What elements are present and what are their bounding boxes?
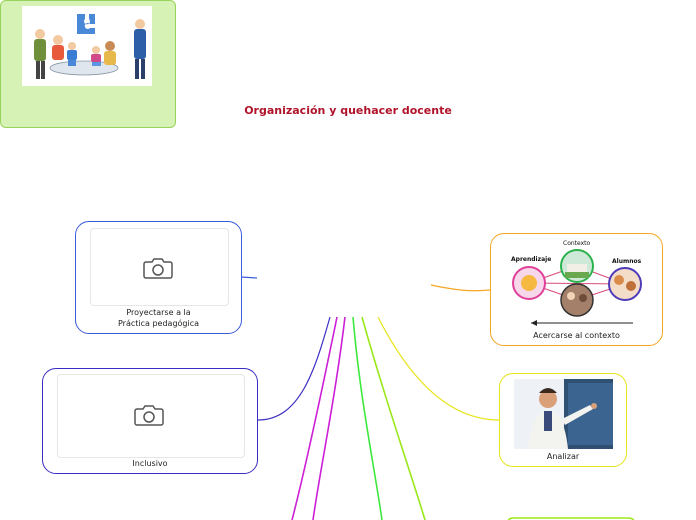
- center-circle: [560, 283, 594, 317]
- aprendizaje-label: Aprendizaje: [511, 256, 552, 263]
- node-label: Analizar: [546, 452, 580, 461]
- connector-inclusivo: [257, 316, 331, 421]
- node-label: Proyectarse a la Práctica pedagógica: [76, 307, 241, 329]
- node-label: Inclusivo: [132, 459, 168, 468]
- camera-icon: [143, 258, 173, 279]
- connector-proyectarse: [240, 276, 258, 279]
- connector-analizar: [377, 316, 500, 421]
- camera-icon: [134, 405, 164, 426]
- node-label-line2: Práctica pedagógica: [117, 319, 200, 328]
- alumnos-label: Alumnos: [612, 258, 642, 265]
- central-topic-node[interactable]: Organización y quehacer docente: [0, 0, 452, 128]
- context-diagram: [512, 249, 642, 326]
- node-inclusivo[interactable]: Inclusivo: [42, 368, 258, 474]
- connector-offpage-4: [361, 316, 426, 520]
- node-analizar[interactable]: Analizar: [499, 373, 627, 467]
- connector-contexto: [430, 284, 491, 292]
- alumnos-circle: [608, 267, 642, 301]
- image-placeholder: [90, 228, 229, 306]
- node-contexto[interactable]: Aprendizaje Contexto Alumnos Acercarse a…: [490, 233, 663, 346]
- connector-offpage-3: [352, 316, 383, 520]
- contexto-circle: [560, 249, 594, 283]
- connector-offpage-2: [312, 316, 346, 520]
- node-proyectarse[interactable]: Proyectarse a la Práctica pedagógica: [75, 221, 242, 334]
- aprendizaje-circle: [512, 266, 546, 300]
- man-writing-on-board-photo: [514, 379, 613, 449]
- central-topic-title: Organización y quehacer docente: [244, 104, 452, 117]
- connector-offpage-1: [291, 316, 338, 520]
- node-label: Acercarse al contexto: [533, 331, 620, 340]
- image-placeholder: [57, 374, 245, 458]
- people-puzzle-illustration: [22, 6, 152, 86]
- node-label-line1: Proyectarse a la: [126, 308, 191, 317]
- contexto-label: Contexto: [563, 240, 591, 247]
